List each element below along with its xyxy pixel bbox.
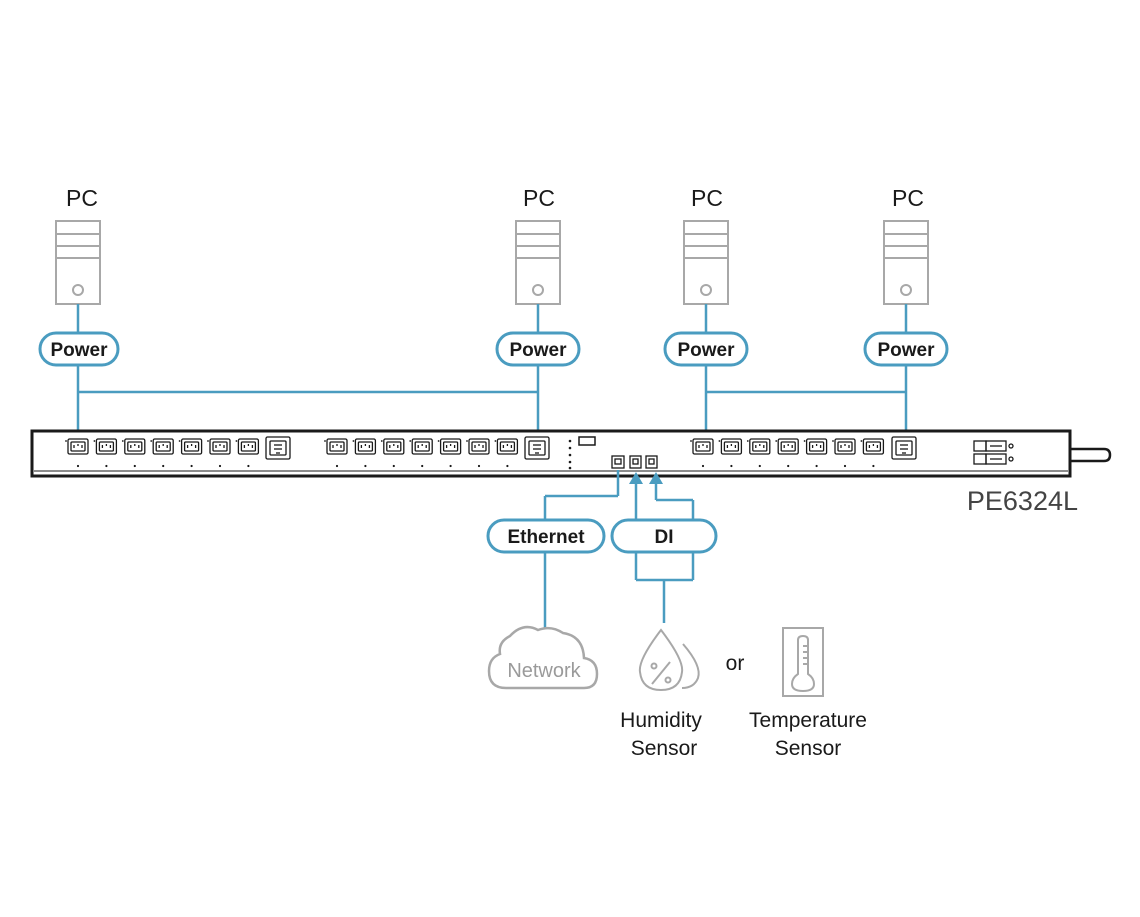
c19-outlet [891, 436, 917, 460]
c19-outlet [524, 436, 550, 460]
temperature-sensor-icon [782, 627, 824, 697]
power-connector-pill: Power [38, 331, 120, 367]
c13-outlet [437, 438, 462, 468]
outlet-bank-1 [65, 436, 291, 468]
c13-outlet [718, 438, 743, 468]
di-input-arrow-1 [629, 472, 643, 484]
c13-outlet [121, 438, 146, 468]
pc-label: PC [66, 185, 98, 211]
c13-outlet [690, 438, 714, 468]
power-connector-pill: Power [663, 331, 749, 367]
power-label: Power [509, 340, 567, 361]
power-connector-pill: Power [495, 331, 581, 367]
c13-outlet [324, 438, 348, 468]
c13-outlet [466, 438, 490, 468]
status-indicator-leds [568, 439, 572, 470]
c13-outlet [65, 438, 89, 468]
di-pill: DI [610, 518, 718, 554]
pc-group-3: PC [683, 185, 729, 305]
c13-outlet [93, 438, 118, 468]
pc-group-2: PC [515, 185, 561, 305]
power-label: Power [677, 340, 735, 361]
lcd-display [578, 436, 596, 446]
c13-outlet [178, 438, 203, 468]
c13-outlet [775, 438, 799, 468]
pc-label: PC [691, 185, 723, 211]
di-label: DI [655, 527, 674, 548]
power-label: Power [50, 340, 108, 361]
ethernet-cable [543, 470, 620, 628]
c13-outlet [380, 438, 405, 468]
humidity-sensor-label-line2: Sensor [631, 737, 698, 760]
c13-outlet [150, 438, 174, 468]
or-separator: or [726, 652, 745, 675]
outlet-bank-2 [324, 436, 550, 468]
humidity-sensor-label-line1: Humidity [620, 709, 702, 732]
c13-outlet [207, 438, 231, 468]
c13-outlet [494, 438, 519, 468]
c13-outlet [235, 438, 260, 468]
device-model-label: PE6324L [967, 486, 1078, 516]
ethernet-label: Ethernet [507, 527, 585, 548]
pc-tower-icon [683, 220, 729, 305]
pc-group-1: PC [55, 185, 101, 305]
power-label: Power [877, 340, 935, 361]
ethernet-port [611, 455, 625, 469]
pc-group-4: PC [883, 185, 929, 305]
pc-tower-icon [55, 220, 101, 305]
power-cables [76, 304, 908, 438]
pc-label: PC [523, 185, 555, 211]
c13-outlet [409, 438, 433, 468]
c13-outlet [803, 438, 828, 468]
c13-outlet [746, 438, 771, 468]
humidity-sensor-icon [638, 628, 700, 692]
outlet-bank-3 [690, 436, 917, 468]
pdu-device [30, 429, 1112, 478]
c19-outlet [265, 436, 291, 460]
pc-label: PC [892, 185, 924, 211]
temperature-sensor-label-line2: Sensor [775, 737, 842, 760]
di-port-1 [629, 455, 642, 469]
c13-outlet [352, 438, 377, 468]
di-input-arrow-2 [649, 472, 663, 484]
network-cloud-icon: Network [487, 625, 599, 690]
c13-outlet [860, 438, 885, 468]
power-inlet-breaker [973, 440, 1014, 465]
pdu-chassis [30, 429, 1072, 478]
pc-tower-icon [883, 220, 929, 305]
mounting-handle [1070, 447, 1112, 463]
di-port-2 [645, 455, 658, 469]
power-connector-pill: Power [863, 331, 949, 367]
c13-outlet [832, 438, 856, 468]
pc-tower-icon [515, 220, 561, 305]
network-label: Network [507, 660, 581, 682]
temperature-sensor-label-line1: Temperature [749, 709, 867, 732]
ethernet-pill: Ethernet [486, 518, 606, 554]
